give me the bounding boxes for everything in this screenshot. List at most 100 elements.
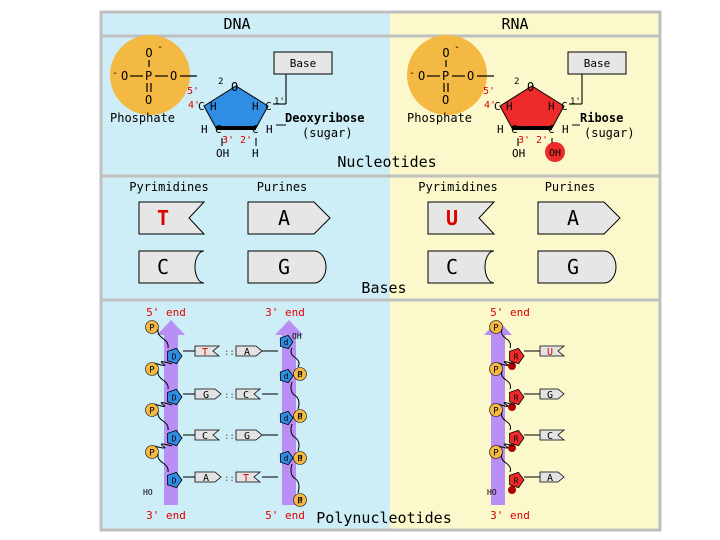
rna-5end: 5' end [490, 306, 530, 319]
rna-phos-o-left: O [418, 69, 425, 83]
dna-left-phosphate-3-label: P [149, 407, 155, 417]
rna-phosphate-3-label: P [493, 407, 499, 417]
rna-sugar-label-3: R [514, 435, 519, 444]
dna-right-5end: 5' end [265, 509, 305, 522]
dna-sugar-word: (sugar) [302, 126, 353, 140]
rna-phosphate-2 [489, 362, 503, 376]
rna-sugar-2 [509, 388, 525, 406]
dna-left-base-4: A [203, 473, 209, 484]
dna-left-sugar-4 [167, 471, 183, 489]
rna-ch-sub: 2 [514, 77, 519, 87]
rna-phosphate-1 [489, 320, 503, 334]
dna-left-backbone-1 [157, 328, 169, 349]
dna-purines-label: Purines [257, 180, 308, 194]
dna-left-phosphate-2-label: P [149, 366, 155, 376]
rna-base-c-shape [427, 250, 495, 284]
dna-h3a: H [201, 123, 208, 136]
rna-base-box [567, 51, 627, 75]
rna-bases: Pyrimidines Purines U C A G [418, 180, 621, 284]
rna-3prime: 3' [518, 135, 530, 146]
dna-left-backbone-2 [157, 370, 169, 390]
rna-base-3: C [547, 431, 553, 442]
rna-base-a: A [567, 206, 579, 230]
rna-sugar-4 [509, 471, 525, 489]
rna-phosphate-1-label: P [493, 324, 499, 334]
rna-c4: C [494, 100, 501, 113]
rna-phosphate-4 [489, 445, 503, 459]
dna-left-ho: HO [143, 488, 153, 497]
dna-right-backbone-1 [290, 347, 300, 368]
rna-phosphate-4-label: P [493, 449, 499, 459]
rna-phosphate-3 [489, 403, 503, 417]
dna-strand-arrow-left [157, 320, 185, 505]
dna-oh: OH [216, 147, 229, 160]
rna-phos-o-bottom: O [442, 93, 449, 107]
rna-base-u-shape [427, 201, 496, 235]
dna-right-phosphate-1-label: P [297, 371, 303, 381]
dna-left-3end: 3' end [146, 509, 186, 522]
dna-left-base-1-shape [194, 345, 221, 357]
rna-base-4: A [547, 473, 553, 484]
dna-ring-o: O [231, 80, 238, 94]
dna-right-sugar-label-4: d [284, 454, 289, 463]
dna-left-phosphate-2 [145, 362, 159, 376]
rna-sugar-label-1: R [514, 353, 519, 362]
rna-phos-minus-left: - [409, 68, 415, 79]
dna-base-c-shape [138, 250, 205, 284]
rna-phos-o-top: O [442, 46, 449, 60]
dna-right-phosphate-d-2: d [298, 412, 303, 421]
dna-right-base-3: G [244, 431, 250, 442]
dna-left-base-2: G [203, 390, 209, 401]
dna-right-backbone-3 [290, 423, 300, 452]
rna-c1: C [561, 100, 568, 113]
dna-sugar-name: Deoxyribose [285, 111, 364, 125]
dna-base-a-shape [247, 201, 331, 235]
nucleotides-caption: Nucleotides [337, 153, 436, 171]
rna-5prime: 5' [483, 86, 495, 97]
dna-nucleotide: O - - O P O O Phosphate 2 O 5' 4' C H H … [110, 35, 364, 160]
dna-right-phosphate-1 [293, 367, 307, 381]
rna-phosphate-circle [407, 35, 487, 115]
rna-ring-o: O [527, 80, 534, 94]
dna-right-base-3-shape [235, 429, 263, 441]
rna-link-3 [497, 443, 515, 449]
rna-pyrimidines-label: Pyrimidines [418, 180, 497, 194]
dna-right-sugar-1 [279, 334, 294, 350]
dna-phosphate-label: Phosphate [110, 111, 175, 125]
rna-2prime: 2' [536, 135, 548, 146]
rna-base-a-shape [537, 201, 621, 235]
dna-right-sugar-label-3: d [284, 414, 289, 423]
dna-right-backbone-4 [290, 463, 300, 494]
dna-bases: Pyrimidines Purines T C A G [129, 180, 331, 284]
dna-phos-p: P [145, 69, 152, 83]
dna-right-3end: 3' end [265, 306, 305, 319]
dna-left-sugar-label-3: D [172, 435, 177, 444]
rna-base-g-shape [537, 250, 617, 284]
rna-2oh: OH [549, 148, 561, 159]
rna-base-u: U [446, 206, 458, 230]
rna-base-4-shape [539, 471, 565, 483]
rna-2oh-highlight [545, 142, 565, 162]
rna-h1: H [548, 100, 555, 113]
rna-base-2-shape [539, 388, 565, 400]
dna-h4: H [210, 100, 217, 113]
dna-right-backbone-2 [290, 381, 300, 410]
dna-left-link-3 [153, 443, 173, 449]
dna-left-phosphate-4 [145, 445, 159, 459]
dna-left-sugar-3 [167, 429, 183, 447]
dna-c4: C [198, 100, 205, 113]
dna-h2b: H [252, 147, 259, 160]
dna-left-5end: 5' end [146, 306, 186, 319]
dna-phos-minus-left: - [112, 68, 118, 79]
rna-phosphate-2-label: P [493, 366, 499, 376]
dna-ch-sub: 2 [218, 77, 223, 87]
dna-base-t: T [157, 206, 169, 230]
dna-left-phosphate-3 [145, 403, 159, 417]
rna-sugar-word: (sugar) [584, 126, 635, 140]
dna-right-base-1: A [244, 347, 250, 358]
rna-base-1: U [547, 347, 553, 358]
dna-phos-o-right: O [170, 69, 177, 83]
dna-pyrimidines-label: Pyrimidines [129, 180, 208, 194]
rna-h3a: H [497, 123, 504, 136]
